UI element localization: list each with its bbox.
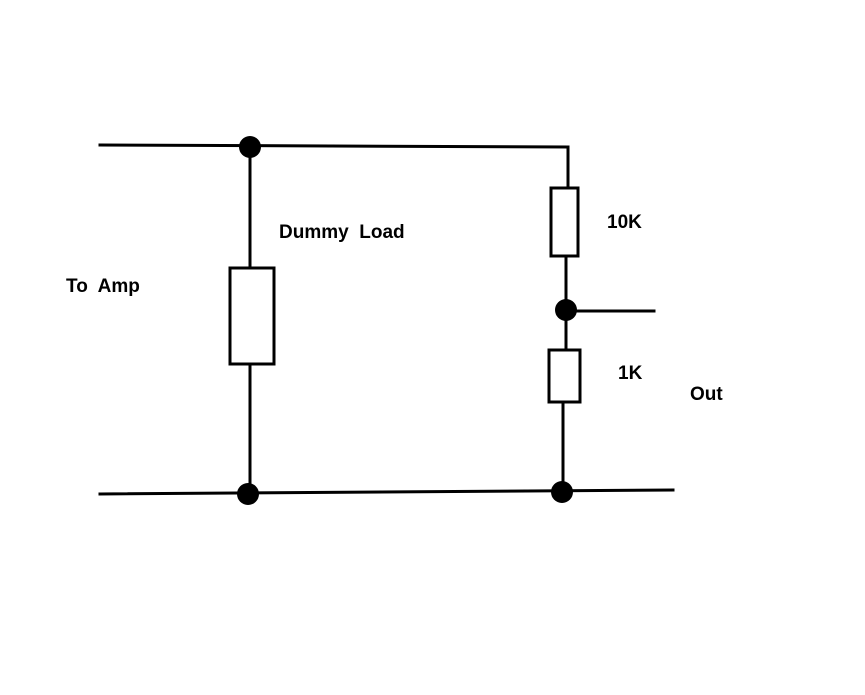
junction-bottom-left [237, 483, 259, 505]
junction-bottom-right [551, 481, 573, 503]
dummy-load-resistor [228, 266, 276, 366]
label-10k: 10K [607, 212, 642, 233]
junction-output-tap [555, 299, 577, 321]
label-dummy-load: Dummy Load [279, 222, 405, 243]
junction-top-left [239, 136, 261, 158]
resistor-10k [549, 186, 580, 258]
bottom-rail-wire [98, 488, 675, 496]
top-rail-wire [98, 143, 570, 149]
label-to-amp: To Amp [66, 276, 140, 297]
resistor-1k [547, 348, 582, 404]
label-out: Out [690, 384, 723, 405]
label-1k: 1K [618, 363, 643, 384]
